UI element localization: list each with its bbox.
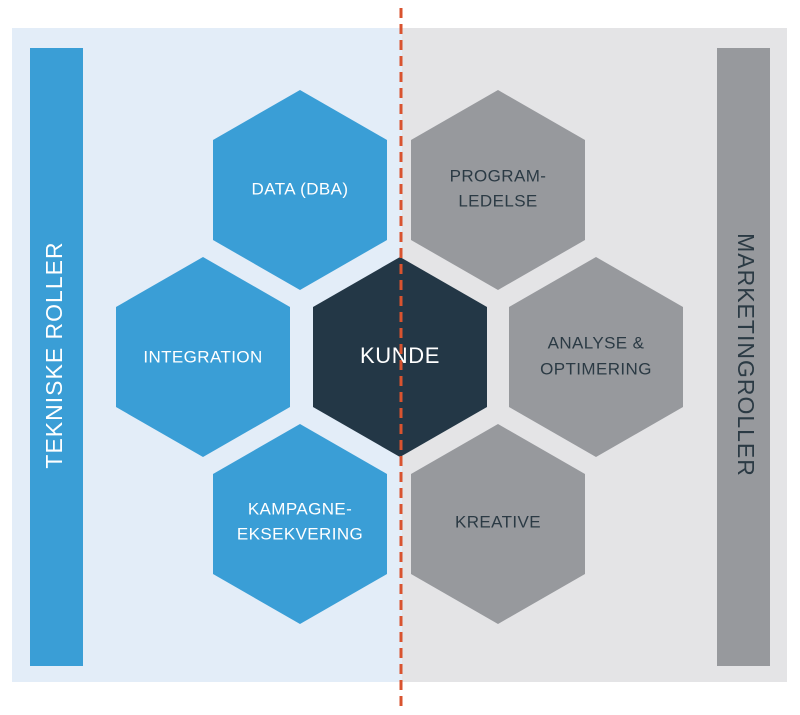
hex-program-ledelse-label-line1: PROGRAM- xyxy=(450,166,547,185)
hex-kreative xyxy=(411,424,585,624)
hex-analyse-optimering-label-line1: ANALYSE & xyxy=(548,333,645,352)
hex-kampagne-eksekvering xyxy=(213,424,387,624)
marketing-roles-label: MARKETINGROLLER xyxy=(733,233,759,477)
hex-kampagne-eksekvering-label-line2: EKSEKVERING xyxy=(237,524,363,543)
hex-integration xyxy=(116,257,290,457)
hex-data-dba-label: DATA (DBA) xyxy=(252,179,349,198)
technical-roles-label: TEKNISKE ROLLER xyxy=(41,241,67,468)
hex-data-dba xyxy=(213,90,387,290)
hex-kunde-label: KUNDE xyxy=(360,343,440,368)
hex-kampagne-eksekvering-label-line1: KAMPAGNE- xyxy=(248,499,352,518)
hex-program-ledelse xyxy=(411,90,585,290)
hex-kunde xyxy=(313,257,487,457)
marketing-roles-bar xyxy=(717,48,770,666)
hex-integration-label: INTEGRATION xyxy=(143,347,262,366)
hex-analyse-optimering-label-line2: OPTIMERING xyxy=(540,359,652,378)
hex-analyse-optimering xyxy=(509,257,683,457)
technical-roles-bar xyxy=(30,48,83,666)
hex-kreative-label: KREATIVE xyxy=(455,512,541,531)
hex-program-ledelse-label-line2: LEDELSE xyxy=(458,191,537,210)
